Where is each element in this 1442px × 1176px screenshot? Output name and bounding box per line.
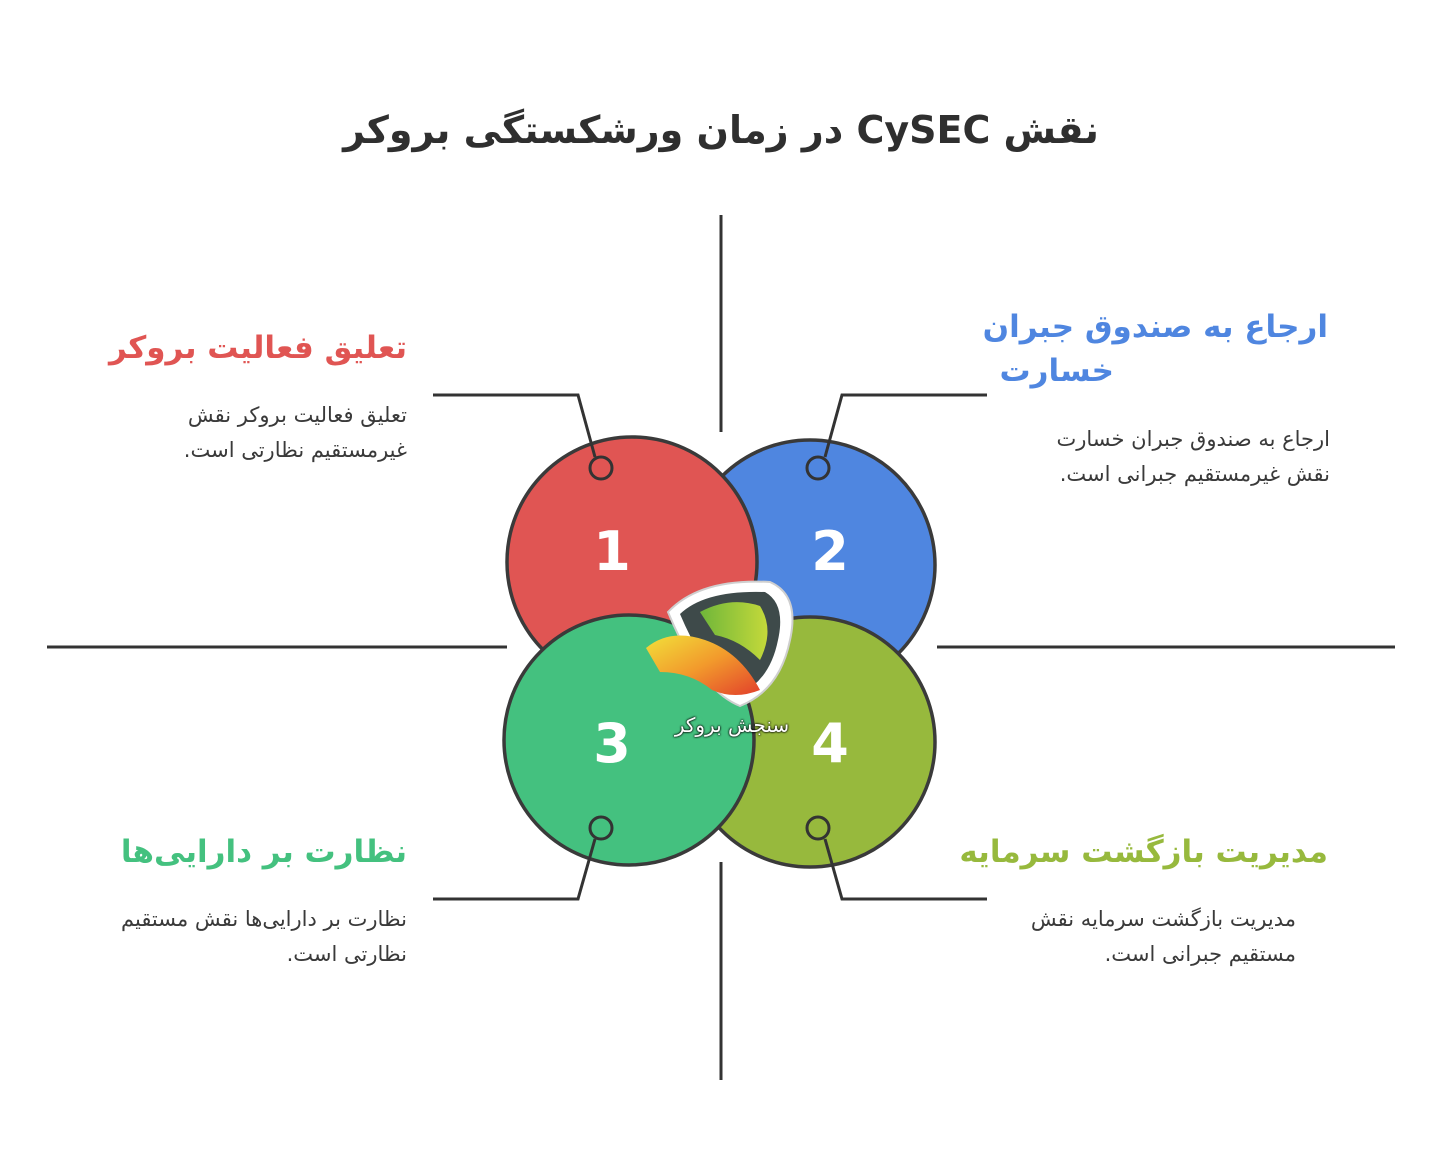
circle-number-2: 2 xyxy=(811,520,849,583)
connector-1 xyxy=(433,393,597,458)
bull-shield-logo xyxy=(646,580,794,708)
connector-dot-3 xyxy=(588,815,614,841)
circle-number-3: 3 xyxy=(593,712,631,775)
heading-2-line-2: خسارت xyxy=(999,353,1114,389)
connector-3 xyxy=(433,838,597,901)
heading-4: مدیریت بازگشت سرمایه xyxy=(959,834,1328,870)
circle-number-1: 1 xyxy=(593,520,631,583)
connector-dot-2 xyxy=(805,455,831,481)
connector-dot-1 xyxy=(588,455,614,481)
heading-2-line-1: ارجاع به صندوق جبران xyxy=(982,309,1328,345)
desc-2-line-2: نقش غیرمستقیم جبرانی است. xyxy=(1059,462,1330,486)
connector-2 xyxy=(823,393,987,458)
desc-4-line-2: مستقیم جبرانی است. xyxy=(1104,942,1296,966)
heading-2: ارجاع به صندوق جبران خسارت xyxy=(983,305,1328,393)
desc-2: ارجاع به صندوق جبران خسارت نقش غیرمستقیم… xyxy=(1056,422,1330,492)
logo-text: سنجش بروکر xyxy=(674,713,790,737)
page-title: نقش CySEC در زمان ورشکستگی بروکر xyxy=(343,108,1099,152)
desc-1: تعلیق فعالیت بروکر نقش غیرمستقیم نظارتی … xyxy=(184,398,407,468)
desc-3-line-1: نظارت بر دارایی‌ها نقش مستقیم xyxy=(121,907,407,931)
heading-3: نظارت بر دارایی‌ها xyxy=(120,834,407,870)
circle-number-4: 4 xyxy=(811,712,849,775)
desc-4-line-1: مدیریت بازگشت سرمایه نقش xyxy=(1030,907,1296,931)
connector-4 xyxy=(823,838,987,901)
heading-1: تعلیق فعالیت بروکر xyxy=(108,330,407,366)
desc-1-line-2: غیرمستقیم نظارتی است. xyxy=(183,438,407,462)
desc-1-line-1: تعلیق فعالیت بروکر نقش xyxy=(187,403,407,427)
desc-3: نظارت بر دارایی‌ها نقش مستقیم نظارتی است… xyxy=(121,902,407,972)
desc-2-line-1: ارجاع به صندوق جبران خسارت xyxy=(1056,427,1330,451)
desc-3-line-2: نظارتی است. xyxy=(286,942,407,966)
connector-dot-4 xyxy=(805,815,831,841)
desc-4: مدیریت بازگشت سرمایه نقش مستقیم جبرانی ا… xyxy=(1031,902,1296,972)
